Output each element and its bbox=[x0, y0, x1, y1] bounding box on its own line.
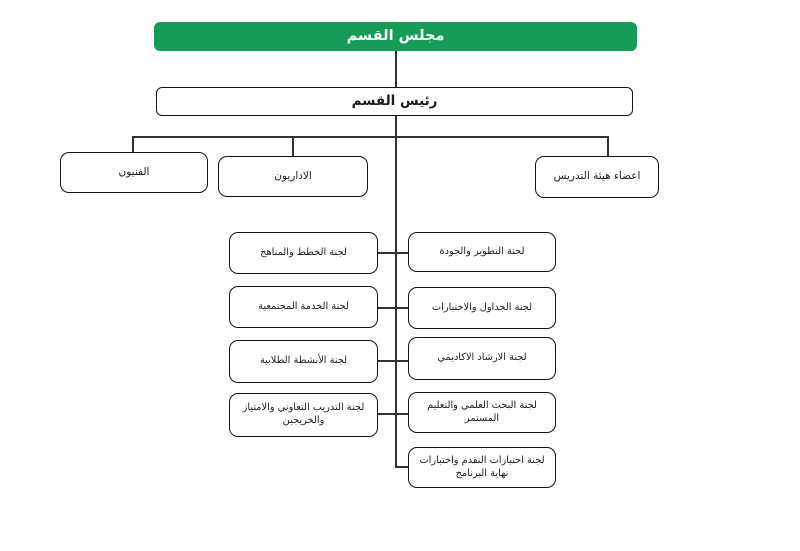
committee-box-academic-advising: لجنة الارشاد الاكاديمي bbox=[408, 337, 556, 380]
head-box-department-chair: رئيس القسم bbox=[156, 87, 633, 116]
connector-drop-administrators bbox=[292, 136, 294, 157]
group-box-technicians: الفنيون bbox=[60, 152, 208, 193]
connector-stub-row3 bbox=[378, 360, 408, 362]
connector-branch-horizontal bbox=[133, 136, 609, 138]
committee-box-progress-final-exams: لجنة اختبارات التقدم واختبارات نهاية الب… bbox=[408, 447, 556, 488]
connector-stub-row2 bbox=[378, 307, 408, 309]
group-box-faculty-members: اعضاء هيئة التدريس bbox=[535, 156, 659, 198]
committee-box-schedules-exams: لجنة الجداول والاختبارات bbox=[408, 287, 556, 329]
committee-box-development-quality: لجنة التطوير والجودة bbox=[408, 232, 556, 272]
committee-box-coop-training-graduates: لجنة التدريب التعاوني والامتياز والخريجي… bbox=[229, 393, 378, 437]
committee-box-community-service: لجنة الخدمة المجتمعية bbox=[229, 286, 378, 328]
connector-stub-row4 bbox=[378, 413, 408, 415]
connector-root-to-head bbox=[395, 51, 397, 88]
group-box-administrators: الاداريون bbox=[218, 156, 368, 197]
connector-elbow-row5 bbox=[395, 466, 409, 468]
committee-box-research-continuing-education: لجنة البحث العلمي والتعليم المستمر bbox=[408, 392, 556, 433]
connector-drop-technicians bbox=[132, 136, 134, 153]
connector-drop-faculty bbox=[607, 136, 609, 157]
committee-box-plans-curricula: لجنة الخطط والمناهج bbox=[229, 232, 378, 274]
connector-stub-row1 bbox=[378, 252, 408, 254]
committee-box-student-activities: لجنة الأنشطة الطلابية bbox=[229, 340, 378, 383]
root-box-department-council: مجلس القسم bbox=[154, 22, 637, 51]
connector-trunk-vertical bbox=[395, 116, 397, 467]
